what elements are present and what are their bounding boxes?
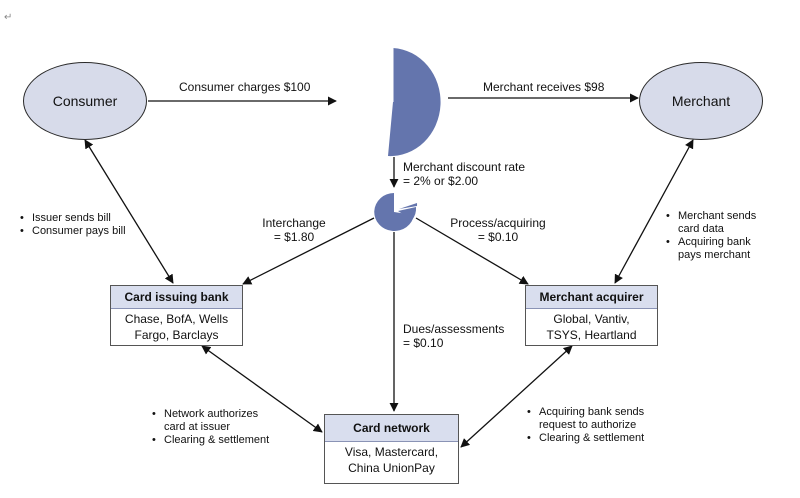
consumer-charges-label: Consumer charges $100 [179,80,311,94]
note-item: Clearing & settlement [152,434,269,447]
acquirer-network-notes: Acquiring bank sends request to authoriz… [527,406,644,445]
merchant-node: Merchant [639,62,763,140]
small-pie-chart [374,193,418,231]
discount-rate-label: Merchant discount rate = 2% or $2.00 [403,160,525,188]
note-item: Consumer pays bill [20,225,126,238]
box-line: Chase, BofA, Wells [124,312,229,326]
small-pie-slice-process [398,207,417,220]
note-item: Acquiring bank [666,236,756,249]
issuer-network-notes: Network authorizes card at issuer Cleari… [152,408,269,447]
box-line: TSYS, Heartland [546,328,637,342]
card-issuing-bank-box: Card issuing bank Chase, BofA, Wells Far… [110,285,243,346]
note-item-continued: pays merchant [678,249,751,261]
arrow-consumer-issuer [84,139,174,284]
merchant-acquirer-members: Global, Vantiv, TSYS, Heartland [526,309,657,343]
merchant-receives-label: Merchant receives $98 [483,80,605,94]
card-network-box: Card network Visa, Mastercard, China Uni… [324,414,459,484]
note-item: Network authorizes [152,408,269,421]
arrow-process [415,217,529,285]
large-pie-chart [388,48,441,157]
large-pie-slice [388,48,441,157]
process-label: Process/acquiring = $0.10 [445,216,551,244]
note-item-continued: card data [678,223,724,235]
arrow-acquirer-network [460,345,573,448]
card-issuing-bank-title: Card issuing bank [111,286,242,309]
note-item-continued: card at issuer [164,421,231,433]
discount-rate-line-2: = 2% or $2.00 [403,174,479,188]
card-network-title: Card network [325,415,458,442]
interchange-line-1: Interchange [262,216,326,230]
note-item: Issuer sends bill [20,212,126,225]
merchant-label: Merchant [671,93,731,109]
merchant-acquirer-title: Merchant acquirer [526,286,657,309]
consumer-node: Consumer [23,62,147,140]
consumer-issuer-notes: Issuer sends bill Consumer pays bill [20,212,126,238]
merchant-acquirer-notes: Merchant sends card data Acquiring bank … [666,210,756,262]
small-pie-slice-dues [399,203,418,209]
small-pie-slice-interchange [374,193,414,231]
merchant-acquirer-box: Merchant acquirer Global, Vantiv, TSYS, … [525,285,658,346]
box-line: Visa, Mastercard, [344,445,439,459]
note-item-continued: request to authorize [539,419,637,431]
box-line: Fargo, Barclays [134,328,219,342]
process-line-2: = $0.10 [477,230,519,244]
arrow-merchant-acquirer [614,139,694,284]
dues-line-2: = $0.10 [403,336,444,350]
note-item: Merchant sends [666,210,756,223]
arrow-interchange [242,217,375,285]
note-item: Acquiring bank sends [527,406,644,419]
discount-rate-line-1: Merchant discount rate [403,160,526,174]
dues-label: Dues/assessments = $0.10 [403,322,504,350]
return-mark: ↵ [4,12,13,23]
dues-line-1: Dues/assessments [403,322,505,336]
interchange-label: Interchange = $1.80 [254,216,334,244]
arrow-issuer-network [201,345,323,433]
interchange-line-2: = $1.80 [273,230,315,244]
card-network-members: Visa, Mastercard, China UnionPay [325,442,458,476]
card-issuing-bank-members: Chase, BofA, Wells Fargo, Barclays [111,309,242,343]
box-line: China UnionPay [348,461,435,475]
box-line: Global, Vantiv, [553,312,630,326]
consumer-label: Consumer [52,93,118,109]
note-item: Clearing & settlement [527,432,644,445]
process-line-1: Process/acquiring [450,216,546,230]
